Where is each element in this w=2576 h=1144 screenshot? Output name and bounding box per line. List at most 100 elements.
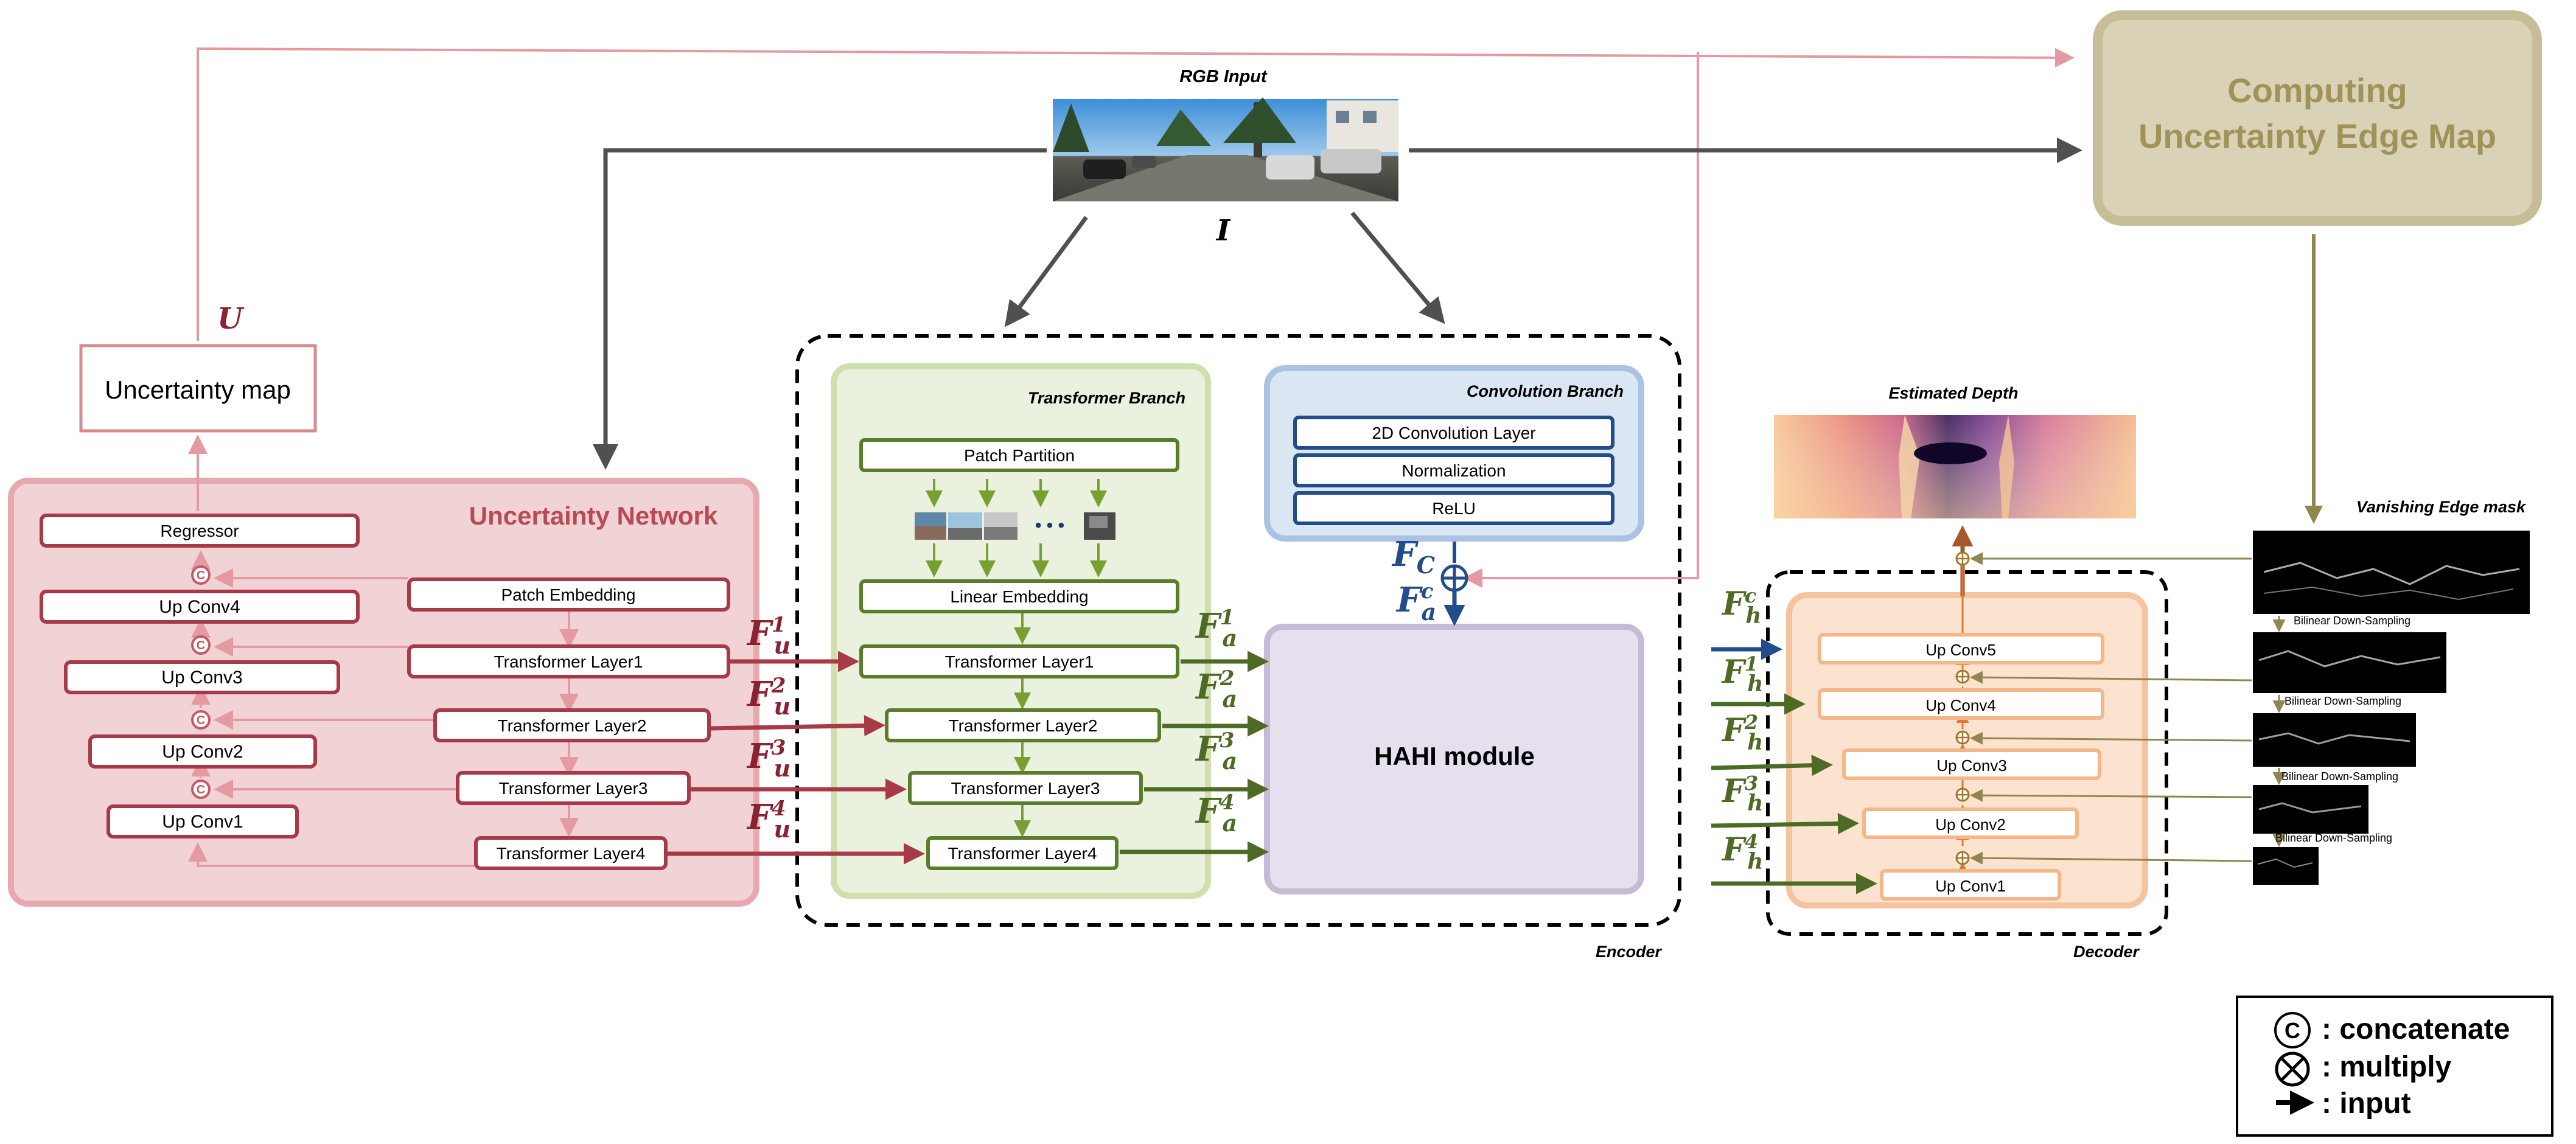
vanishing-edge-mask-title: Vanishing Edge mask [2356, 498, 2527, 516]
concat-icon [191, 710, 211, 730]
transformer-layer4-box-a [926, 836, 1119, 870]
transformer-layer3-label-a: Transformer Layer3 [951, 779, 1100, 798]
hahi-module-label: HAHI module [1374, 742, 1535, 770]
concatenate-glyph: C [2285, 1018, 2300, 1043]
conv2d-label: 2D Convolution Layer [1372, 424, 1535, 442]
legend-multiply-label: : multiply [2322, 1051, 2452, 1083]
decoder-blocks [1818, 633, 2104, 901]
uncertainty-network-blocks [40, 514, 730, 870]
patch-embedding-box-u [407, 577, 730, 612]
concat-icon [191, 565, 211, 585]
estimated-depth-image [1774, 415, 2136, 518]
up-conv2-box-d [1862, 807, 2079, 839]
patch-ellipsis: • • • [1035, 515, 1064, 535]
uncertainty-map-box [79, 344, 317, 433]
regressor-box [40, 514, 360, 548]
text-labels: RGB Input I Computing Uncertainty Edge M… [105, 67, 2527, 1120]
concat-icon [191, 635, 211, 655]
relu-box [1293, 491, 1614, 525]
transformer-branch-blocks [859, 438, 1179, 870]
rgb-input-title: RGB Input [1179, 67, 1268, 86]
up-conv5-label-d: Up Conv5 [1925, 641, 1996, 659]
up-conv3-box-u [64, 660, 340, 694]
transformer-layer3-box-a [908, 771, 1143, 805]
decoder-boundary [1766, 570, 2168, 936]
up-conv2-box-u [88, 734, 317, 769]
uncertainty-symbol: U [217, 302, 245, 336]
transformer-layer1-box-a [859, 644, 1179, 678]
conv2d-box [1293, 416, 1614, 450]
up-conv4-box-d [1818, 688, 2104, 720]
legend-input-label: : input [2322, 1087, 2411, 1120]
concat-glyph: C [197, 639, 205, 652]
concat-operators [191, 565, 211, 799]
transformer-layer3-box-u [456, 771, 691, 805]
patch-partition-label: Patch Partition [964, 446, 1075, 465]
concat-glyph: C [197, 783, 205, 797]
transformer-branch-title: Transformer Branch [1028, 389, 1185, 407]
linear-embedding-label: Linear Embedding [950, 587, 1088, 606]
transformer-layer4-label-a: Transformer Layer4 [948, 844, 1097, 863]
rgb-input-image [1053, 97, 1398, 201]
concat-glyph: C [197, 714, 205, 727]
legend-concatenate-label: : concatenate [2322, 1013, 2510, 1045]
edge-map-title-1: Computing [2227, 71, 2407, 110]
up-conv3-label-u: Up Conv3 [161, 668, 242, 688]
transformer-layer2-box-u [433, 708, 711, 742]
transformer-layer3-label-u: Transformer Layer3 [499, 779, 648, 798]
normalization-label: Normalization [1401, 461, 1506, 480]
concatenate-icon [2274, 1012, 2311, 1048]
uncertainty-edge-map-box [2093, 10, 2542, 226]
up-conv4-box-u [40, 590, 360, 624]
up-conv3-label-d: Up Conv3 [1936, 756, 2007, 775]
hahi-module-box [1264, 624, 1644, 895]
patch-embedding-label: Patch Embedding [501, 585, 635, 604]
connectors [188, 47, 2323, 895]
patch-partition-box [859, 438, 1179, 472]
downsampling-label-2: Bilinear Down-Sampling [2285, 695, 2401, 707]
regressor-label: Regressor [160, 521, 239, 540]
concat-glyph: C [197, 569, 205, 582]
rgb-input-symbol: I [1215, 214, 1231, 248]
convolution-branch-blocks [1293, 416, 1614, 525]
downsampling-label-4: Bilinear Down-Sampling [2275, 832, 2392, 844]
edge-map-title-2: Uncertainty Edge Map [2138, 117, 2496, 155]
normalization-box [1293, 453, 1614, 487]
up-conv3-box-d [1842, 748, 2101, 780]
up-conv1-box-d [1880, 869, 2061, 901]
concat-icon [191, 780, 211, 799]
relu-label: ReLU [1432, 499, 1476, 518]
transformer-layer2-label-u: Transformer Layer2 [498, 716, 647, 735]
decoder-label: Decoder [2073, 943, 2140, 961]
up-conv5-box-d [1818, 633, 2104, 664]
vanishing-edge-mask-images [2253, 531, 2530, 885]
up-conv1-label-d: Up Conv1 [1935, 877, 2006, 895]
up-conv2-label-u: Up Conv2 [162, 742, 243, 762]
estimated-depth-title: Estimated Depth [1888, 384, 2018, 402]
transformer-layer2-box-a [885, 708, 1161, 742]
convolution-branch-title: Convolution Branch [1467, 382, 1624, 400]
uncertainty-map-label: Uncertainty map [105, 375, 291, 404]
encoder-label: Encoder [1596, 943, 1663, 961]
up-conv1-box-u [106, 804, 299, 839]
transformer-layer2-label-a: Transformer Layer2 [949, 716, 1098, 735]
uncertainty-network-title: Uncertainty Network [469, 501, 718, 530]
transformer-layer1-label-a: Transformer Layer1 [945, 652, 1094, 671]
transformer-layer1-label-u: Transformer Layer1 [494, 652, 643, 671]
up-conv4-label-u: Up Conv4 [159, 597, 240, 617]
transformer-layer4-label-u: Transformer Layer4 [497, 844, 646, 863]
up-conv4-label-d: Up Conv4 [1925, 696, 1996, 714]
downsampling-label-3: Bilinear Down-Sampling [2281, 770, 2398, 783]
